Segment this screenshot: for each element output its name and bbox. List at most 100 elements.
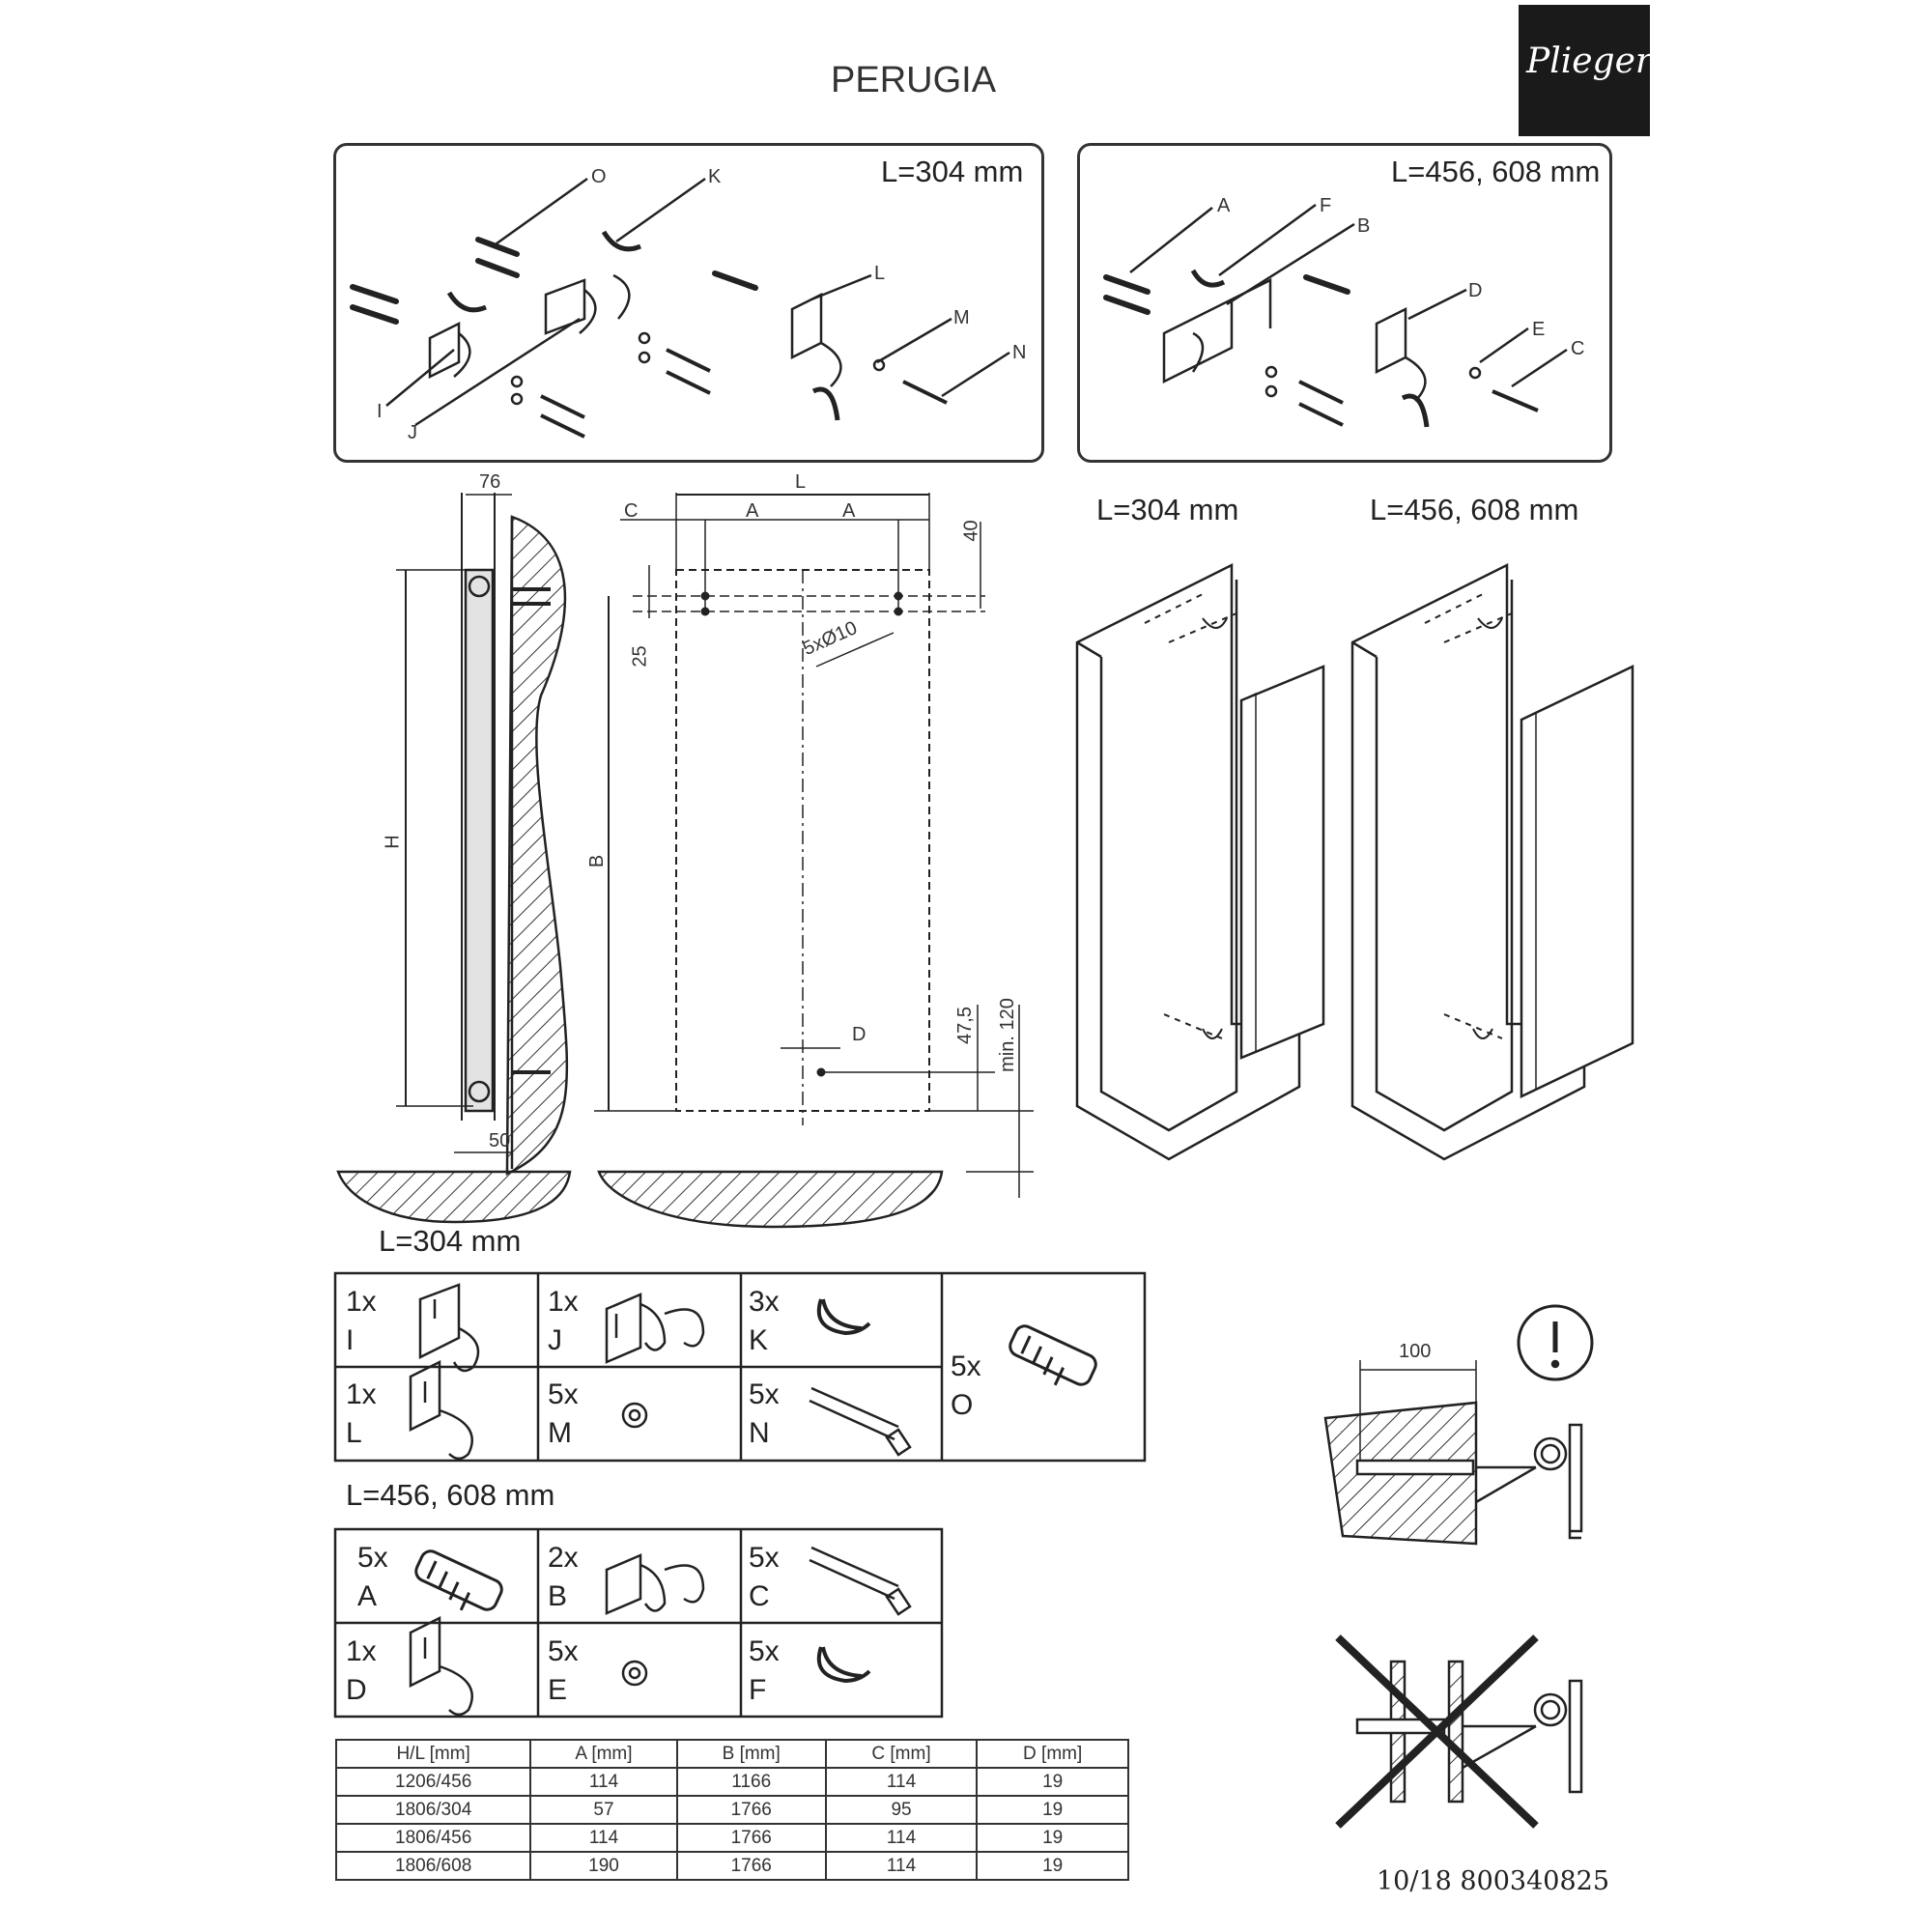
- kit-letter-j: J: [408, 422, 417, 443]
- kit-letter-c: C: [1571, 338, 1585, 359]
- clip-icon: [816, 1646, 871, 1684]
- table-cell: 1766: [675, 1795, 827, 1825]
- wall-plug-icon: [350, 237, 758, 325]
- table-cell: 1766: [675, 1823, 827, 1853]
- spec-header-b: B [mm]: [675, 1739, 827, 1769]
- wall-plug-icon: [1103, 274, 1350, 315]
- spec-header-hl: H/L [mm]: [334, 1739, 532, 1769]
- dim-a1-label: A: [746, 500, 759, 522]
- table-cell: 190: [529, 1851, 678, 1881]
- kit-letter-f: F: [1320, 195, 1332, 216]
- washer-icon: [621, 1402, 648, 1429]
- table-cell: 114: [529, 1823, 678, 1853]
- parts-456-heading: L=456, 608 mm: [346, 1478, 555, 1512]
- dim-top-25: 25: [629, 645, 651, 668]
- dim-c-label: C: [624, 500, 639, 522]
- table-row: 1806/304 57 1766 95 19: [334, 1795, 1129, 1825]
- clip-icon: [816, 1298, 871, 1336]
- kit-letter-d: D: [1468, 280, 1483, 301]
- install-detail-correct: [1323, 1304, 1594, 1546]
- table-row: 1806/608 190 1766 114 19: [334, 1851, 1129, 1881]
- parts-grid-304: [333, 1271, 1147, 1463]
- hook-bracket-icon: [409, 1359, 473, 1461]
- spec-table: H/L [mm] A [mm] B [mm] C [mm] D [mm] 120…: [334, 1739, 1129, 1881]
- page-title: PERUGIA: [831, 60, 997, 100]
- table-cell: 19: [976, 1851, 1129, 1881]
- screw-icon: [809, 1546, 912, 1616]
- table-cell: 1166: [675, 1767, 827, 1797]
- table-row: 1806/456 114 1766 114 19: [334, 1823, 1129, 1853]
- table-cell: 57: [529, 1795, 678, 1825]
- kit-letter-b: B: [1357, 215, 1371, 237]
- kit-box-456: [1077, 143, 1612, 463]
- dim-d-label: D: [852, 1024, 867, 1045]
- table-cell: 95: [824, 1795, 979, 1825]
- side-section-view: [336, 493, 572, 1224]
- dim-depth: 76: [479, 471, 501, 493]
- double-bracket-icon: [605, 1293, 705, 1364]
- kit-letter-m: M: [953, 307, 970, 328]
- table-cell: 1766: [675, 1851, 827, 1881]
- wall-plug-icon: [414, 1549, 503, 1611]
- brand-logo: Plieger: [1519, 5, 1653, 136]
- bracket-icon: [418, 1283, 480, 1373]
- perspective-view-304: [1075, 562, 1325, 1161]
- table-cell: 1806/304: [334, 1795, 532, 1825]
- dim-bottom-offset: 50: [489, 1130, 511, 1151]
- kit-letter-k: K: [708, 166, 722, 187]
- perspective-view-456: [1350, 562, 1634, 1161]
- spec-table-header: H/L [mm] A [mm] B [mm] C [mm] D [mm]: [334, 1739, 1129, 1769]
- table-cell: 114: [529, 1767, 678, 1797]
- install-distance: 100: [1399, 1341, 1432, 1362]
- kit-box-456-label: L=456, 608 mm: [1391, 155, 1601, 188]
- install-detail-wrong: [1335, 1634, 1583, 1829]
- spec-header-a: A [mm]: [529, 1739, 678, 1769]
- table-cell: 19: [976, 1795, 1129, 1825]
- parts-grid-456: [333, 1527, 944, 1719]
- kit-box-304-label: L=304 mm: [881, 155, 1024, 188]
- table-cell: 114: [824, 1851, 979, 1881]
- table-cell: 19: [976, 1823, 1129, 1853]
- dim-b-label: B: [586, 854, 609, 868]
- spec-header-d: D [mm]: [976, 1739, 1129, 1769]
- kit-letter-i: I: [377, 401, 383, 422]
- screw-icon: [809, 1386, 912, 1457]
- table-cell: 1806/456: [334, 1823, 532, 1853]
- table-row: 1206/456 114 1166 114 19: [334, 1767, 1129, 1797]
- table-cell: 114: [824, 1823, 979, 1853]
- dim-height-label: H: [382, 835, 404, 849]
- spec-header-c: C [mm]: [824, 1739, 979, 1769]
- dim-a2-label: A: [842, 500, 856, 522]
- table-cell: 1806/608: [334, 1851, 532, 1881]
- kit-letter-o: O: [591, 166, 607, 187]
- front-view: [594, 493, 1034, 1229]
- perspective-304-label: L=304 mm: [1096, 493, 1239, 526]
- perspective-456-label: L=456, 608 mm: [1370, 493, 1579, 526]
- kit-letter-e: E: [1532, 319, 1546, 340]
- kit-letter-l: L: [874, 263, 886, 284]
- double-bracket-icon: [605, 1553, 705, 1615]
- kit-letter-n: N: [1012, 342, 1027, 363]
- kit-left-parts: [350, 177, 1010, 439]
- kit-right-parts: [1103, 203, 1568, 428]
- parts-304-heading: L=304 mm: [379, 1224, 522, 1258]
- hook-bracket-icon: [409, 1615, 473, 1717]
- document-number: 10/18 800340825: [1377, 1866, 1609, 1896]
- wall-plug-icon: [1009, 1324, 1097, 1386]
- brand-logo-text: Plieger: [1526, 42, 1653, 81]
- washer-icon: [621, 1660, 648, 1687]
- dim-top-40: 40: [960, 520, 982, 542]
- table-cell: 19: [976, 1767, 1129, 1797]
